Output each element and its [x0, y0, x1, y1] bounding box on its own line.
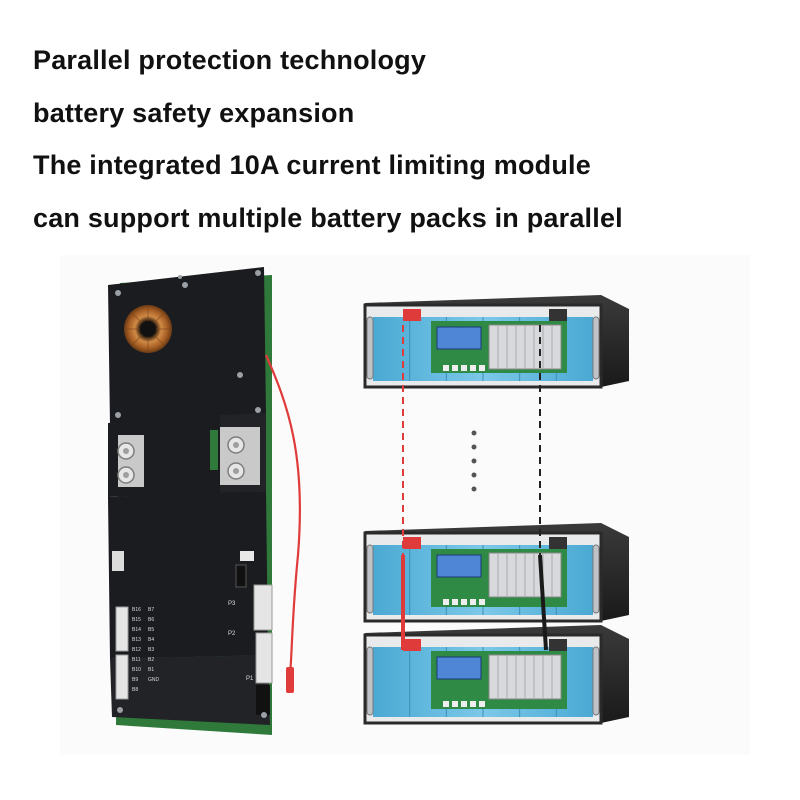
- cable-negative: [538, 554, 548, 651]
- port-label: B4: [148, 637, 154, 643]
- port-label: B3: [148, 647, 154, 653]
- wire-connector: [286, 667, 294, 693]
- headline-line-3: The integrated 10A current limiting modu…: [33, 150, 591, 180]
- port-label: B6: [148, 617, 154, 623]
- headline-line-4: can support multiple battery packs in pa…: [33, 203, 623, 233]
- port-label: B16: [132, 607, 141, 613]
- parallel-dots: [471, 430, 477, 492]
- battery-pack-top: [363, 295, 629, 389]
- headline-line-1: Parallel protection technology: [33, 45, 427, 75]
- headline-line-2: battery safety expansion: [33, 98, 355, 128]
- toroid-inductor: [124, 305, 172, 353]
- connector-label-p1: P1: [246, 676, 254, 682]
- port-label: B15: [132, 617, 141, 623]
- power-terminals: [117, 427, 260, 487]
- port-label: B8: [132, 687, 138, 693]
- red-wire: [264, 354, 301, 676]
- cell-connectors: [115, 606, 129, 700]
- port-label: B11: [132, 657, 141, 663]
- port-label: B14: [132, 627, 141, 633]
- port-label: B7: [148, 607, 154, 613]
- port-label: B2: [148, 657, 154, 663]
- usb-port: [112, 551, 124, 571]
- connector-label-p2: P2: [228, 631, 236, 637]
- port-label: B9: [132, 677, 138, 683]
- port-label: B12: [132, 647, 141, 653]
- connector-label-p3: P3: [228, 601, 236, 607]
- port-label: B10: [132, 667, 141, 673]
- port-label: GND: [148, 677, 160, 683]
- battery-pack-bottom: [363, 625, 629, 725]
- port-label: B5: [148, 627, 154, 633]
- port-label: B13: [132, 637, 141, 643]
- right-connectors: [253, 584, 273, 715]
- port-label: B1: [148, 667, 154, 673]
